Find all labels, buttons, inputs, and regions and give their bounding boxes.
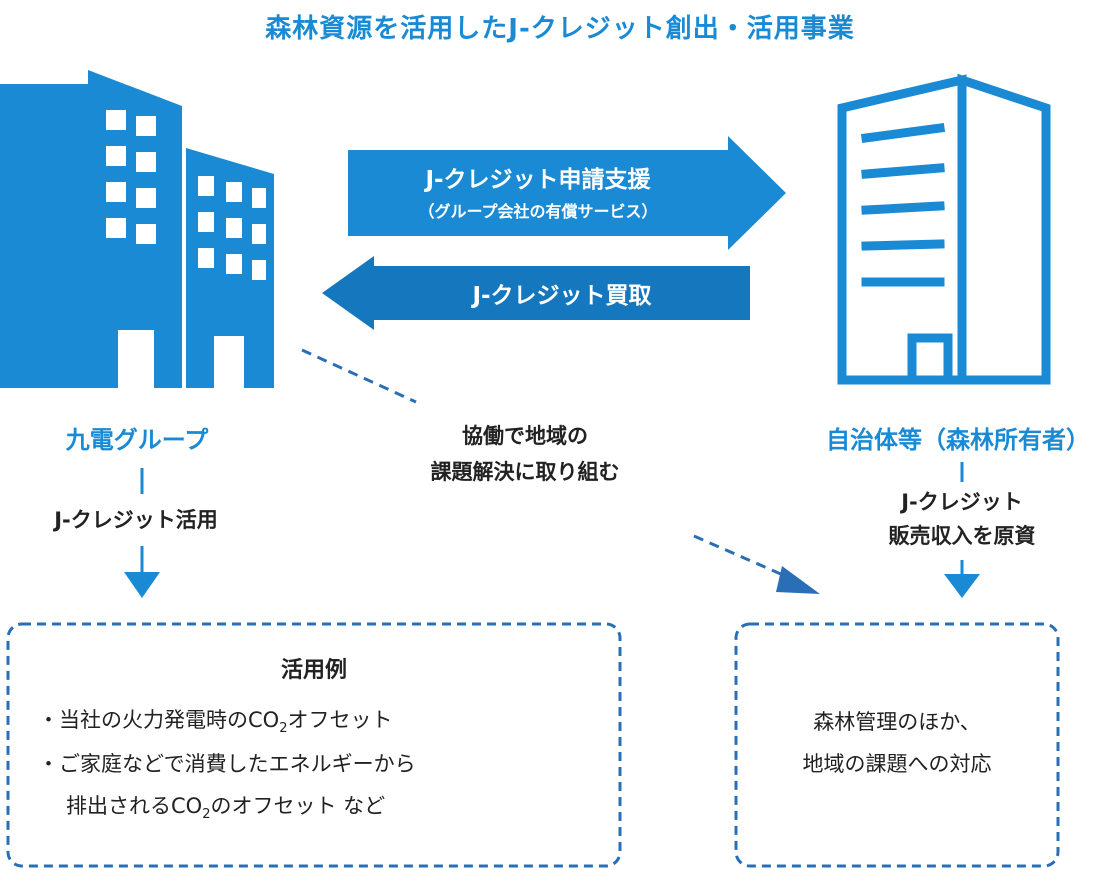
municipality-building-icon bbox=[837, 73, 1051, 385]
page-title: 森林資源を活用したJ-クレジット創出・活用事業 bbox=[265, 14, 855, 44]
municipality-label: 自治体等（森林所有者） bbox=[826, 426, 1090, 454]
usage-example-item-continued: 排出されるCO2のオフセット など bbox=[66, 794, 386, 823]
kyuden-group-label: 九電グループ bbox=[65, 426, 209, 454]
purchase-arrow-left bbox=[322, 256, 750, 330]
usage-examples-heading: 活用例 bbox=[280, 658, 347, 683]
funding-line1: J-クレジット bbox=[901, 490, 1023, 514]
usage-example-item: ・当社の火力発電時のCO2オフセット bbox=[38, 708, 393, 737]
support-arrow-sublabel: （グループ会社の有償サービス） bbox=[418, 202, 658, 221]
collaboration-text-line1: 協働で地域の bbox=[462, 424, 588, 448]
support-arrow-label: J-クレジット申請支援 bbox=[425, 167, 651, 193]
collaboration-text-line2: 課題解決に取り組む bbox=[430, 460, 620, 484]
support-arrow-right bbox=[348, 136, 786, 250]
usage-example-item: ・ご家庭などで消費したエネルギーから bbox=[38, 752, 416, 776]
funding-line2: 販売収入を原資 bbox=[888, 524, 1036, 548]
purchase-arrow-label: J-クレジット買取 bbox=[472, 283, 652, 309]
regional-outcome-line1: 森林管理のほか、 bbox=[813, 710, 981, 734]
credit-usage-label: J-クレジット活用 bbox=[54, 508, 218, 532]
kyuden-buildings-icon bbox=[0, 70, 274, 388]
regional-outcome-line2: 地域の課題への対応 bbox=[802, 752, 992, 776]
